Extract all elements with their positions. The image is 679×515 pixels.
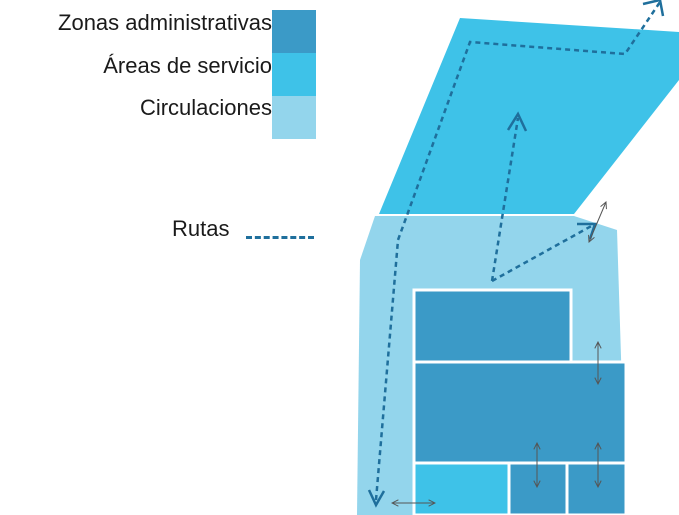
legend-label-routes: Rutas [172,216,230,241]
legend-label-administrative: Zonas administrativas [58,10,272,35]
route-center-arrowhead [506,111,528,132]
route-center [490,117,520,282]
legend-label-circulation: Circulaciones [139,95,272,120]
legend-label-service: Áreas de servicio [103,53,272,78]
route-main [374,1,662,501]
upper-service-area [379,18,679,214]
route-branch [491,222,596,283]
legend-swatch-service [272,53,316,96]
route-main-arrowhead-down [367,489,386,508]
legend-route-dash-sample [246,236,314,239]
service-room-bottom-left [412,461,511,515]
admin-room-bottom-center [507,461,569,515]
flow-arrow-exit [589,202,606,242]
admin-room-bottom-right [565,461,628,515]
route-main-arrowhead-up [642,0,665,17]
admin-room-middle [412,360,628,465]
admin-room-top [412,288,573,364]
legend-swatch-administrative [272,10,316,53]
legend-swatch-circulation [272,96,316,139]
